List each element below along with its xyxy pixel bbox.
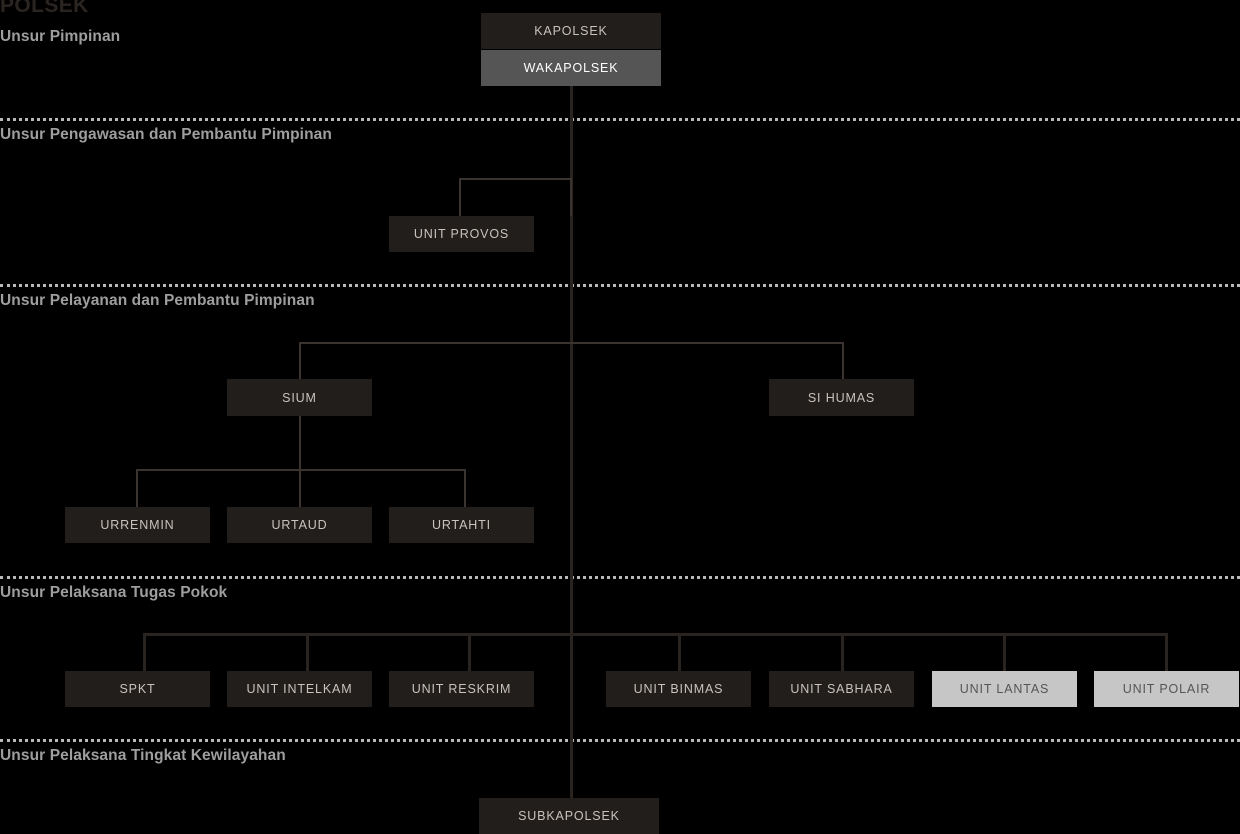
trunk-line-main [570, 86, 573, 798]
node-urtahti[interactable]: URTAHTI [389, 507, 534, 543]
connector-provos-drop-right [570, 178, 572, 216]
connector-intelkam-drop [306, 633, 309, 671]
connector-spkt-drop [143, 633, 146, 671]
section-label-pelaksana-tugas: Unsur Pelaksana Tugas Pokok [0, 584, 228, 601]
node-urrenmin[interactable]: URRENMIN [65, 507, 210, 543]
node-si-humas[interactable]: SI HUMAS [769, 379, 914, 416]
connector-reskrim-drop [468, 633, 471, 671]
divider-kewilayahan [0, 739, 1240, 742]
connector-binmas-drop [678, 633, 681, 671]
node-wakapolsek[interactable]: WAKAPOLSEK [481, 50, 661, 86]
connector-polair-drop [1165, 633, 1168, 671]
divider-pelayanan [0, 284, 1240, 287]
connector-sium-drop [299, 342, 301, 380]
node-urtaud[interactable]: URTAUD [227, 507, 372, 543]
node-unit-intelkam[interactable]: UNIT INTELKAM [227, 671, 372, 707]
node-unit-binmas[interactable]: UNIT BINMAS [606, 671, 751, 707]
node-unit-polair[interactable]: UNIT POLAIR [1094, 671, 1239, 707]
section-label-kewilayahan: Unsur Pelaksana Tingkat Kewilayahan [0, 747, 286, 764]
section-label-pelayanan: Unsur Pelayanan dan Pembantu Pimpinan [0, 292, 315, 309]
divider-pengawasan [0, 118, 1240, 121]
connector-urusan-horizontal [136, 469, 466, 471]
connector-lantas-drop [1003, 633, 1006, 671]
node-unit-lantas[interactable]: UNIT LANTAS [932, 671, 1077, 707]
node-unit-sabhara[interactable]: UNIT SABHARA [769, 671, 914, 707]
section-label-pimpinan: Unsur Pimpinan [0, 28, 121, 45]
connector-pelayanan-horizontal [299, 342, 844, 344]
node-kapolsek[interactable]: KAPOLSEK [481, 13, 661, 49]
connector-urtaud-drop [299, 469, 301, 507]
connector-sihumas-drop [842, 342, 844, 380]
node-subkapolsek[interactable]: SUBKAPOLSEK [479, 798, 659, 834]
connector-urrenmin-drop [136, 469, 138, 507]
connector-sabhara-drop [841, 633, 844, 671]
divider-pelaksana-tugas [0, 576, 1240, 579]
connector-urtahti-drop [464, 469, 466, 507]
section-label-pengawasan: Unsur Pengawasan dan Pembantu Pimpinan [0, 126, 332, 143]
connector-provos-horizontal [459, 178, 572, 180]
connector-provos-drop-left [459, 178, 461, 216]
node-unit-reskrim[interactable]: UNIT RESKRIM [389, 671, 534, 707]
node-unit-provos[interactable]: UNIT PROVOS [389, 216, 534, 252]
page-title: POLSEK [0, 0, 89, 17]
node-sium[interactable]: SIUM [227, 379, 372, 416]
connector-tugas-pokok-horizontal [143, 633, 1167, 636]
node-spkt[interactable]: SPKT [65, 671, 210, 707]
connector-sium-stem [299, 416, 301, 470]
